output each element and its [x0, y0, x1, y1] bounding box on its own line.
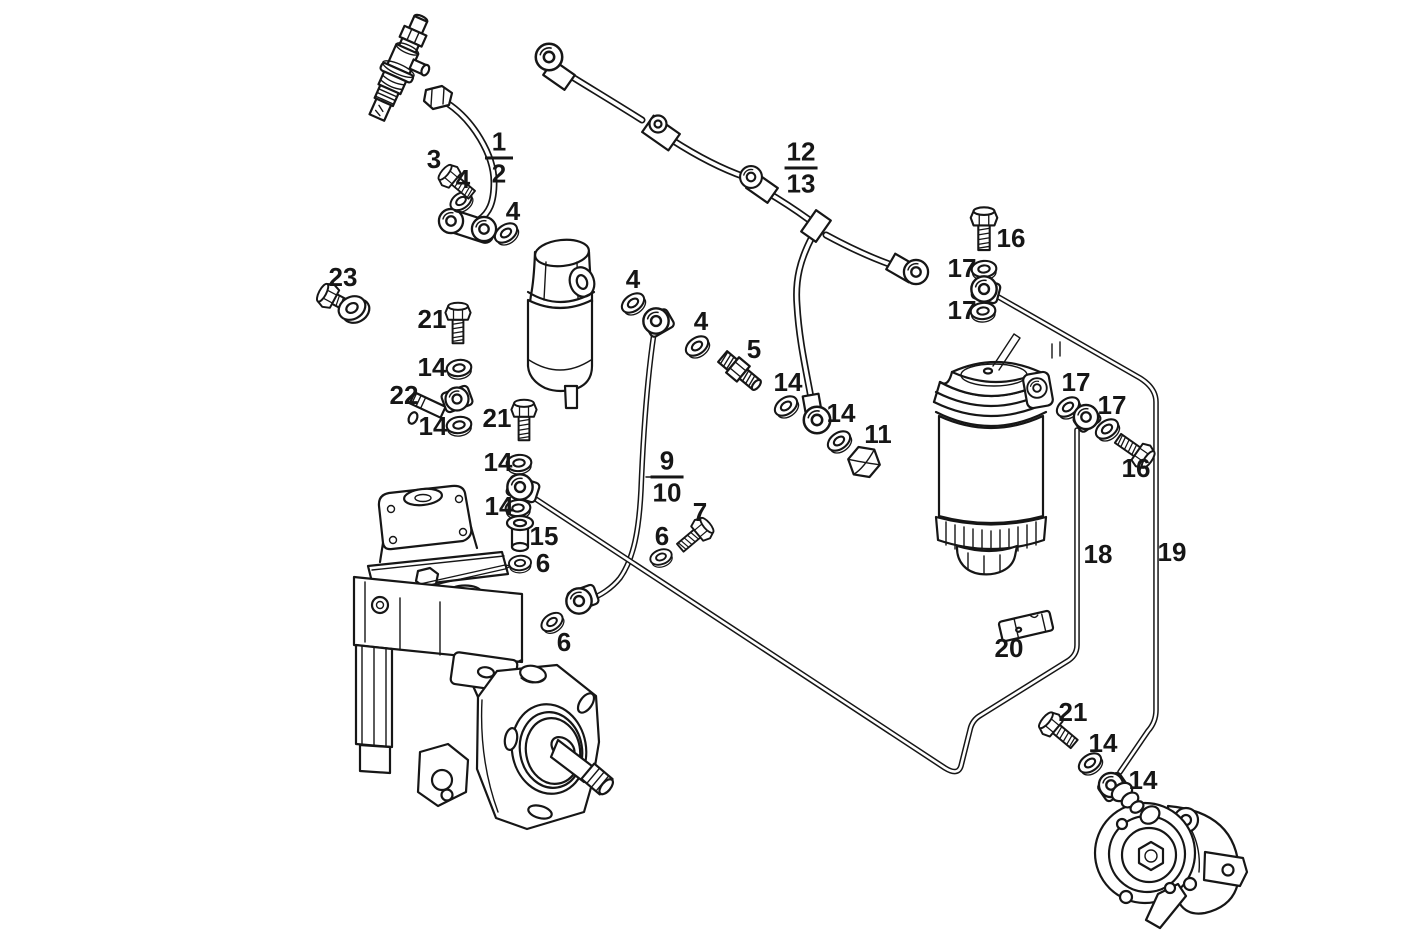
bolt-21-3: [1034, 707, 1084, 755]
filter-side-stack: [1026, 377, 1160, 473]
left-hardware: [312, 160, 481, 439]
banjo-eye-pipe910-top: [642, 307, 670, 335]
bolt-7: [671, 513, 719, 558]
pipe-12-13-fittings: [534, 42, 930, 435]
banjo-eye-pipe12-mid: [739, 165, 763, 189]
bolt-21-2: [510, 398, 538, 442]
washer-14-1: [444, 357, 474, 382]
lift-pump: [1093, 801, 1249, 930]
injection-pump: [352, 484, 615, 831]
washer-6-3: [537, 608, 569, 639]
washer-14-3: [504, 452, 534, 477]
pump-return-fittings: [537, 513, 719, 639]
injector: [368, 13, 431, 122]
washer-14-2: [444, 414, 474, 439]
banjo-eye-pipe12-end: [902, 258, 930, 286]
fuel-filter: [932, 333, 1061, 576]
banjo-bolt-22: [407, 384, 474, 425]
canister: [526, 238, 596, 410]
lift-pump-stack: [1034, 707, 1145, 814]
fitting-5: [717, 350, 762, 391]
pipe-18: [522, 427, 1080, 775]
bolt-21-1: [444, 301, 472, 345]
bolt-16-2: [1109, 427, 1160, 473]
washer-14-7: [1074, 748, 1108, 781]
banjo-eye-pipe910-end: [565, 587, 593, 615]
banjo-eye-filter-boss: [1026, 377, 1048, 399]
washer-6-1: [507, 553, 533, 575]
pipe-19: [992, 292, 1159, 775]
clamp-20: [997, 609, 1055, 643]
banjo-eye-pipe19-start: [970, 275, 998, 303]
washer-17-2: [968, 300, 998, 325]
mid-hardware: [617, 288, 881, 479]
washer-6-2: [647, 545, 676, 571]
banjo-eye-hose12-b: [470, 215, 498, 243]
cap-11: [847, 445, 881, 479]
pump-top-stack: [503, 398, 541, 575]
hose-1-2-fittings: [437, 187, 524, 251]
hose-1-2: [422, 84, 498, 224]
fitting-14-cones: [1110, 781, 1145, 814]
banjo-eye-pipe18-start: [506, 473, 534, 501]
banjo-eye-pipe18-top: [1072, 403, 1100, 431]
bolt-16-1: [969, 206, 999, 252]
pipe-9-10: [587, 330, 657, 602]
filter-top-stack: [968, 206, 1002, 325]
banjo-eye-pipe12-start: [534, 42, 564, 72]
washer-14-6: [823, 426, 857, 459]
pipe-12-13: [557, 66, 908, 407]
banjo-eye-branch-end: [802, 405, 832, 435]
washer-14-5: [770, 391, 804, 424]
fitting-15: [505, 514, 535, 553]
washer-4-4: [681, 331, 715, 364]
